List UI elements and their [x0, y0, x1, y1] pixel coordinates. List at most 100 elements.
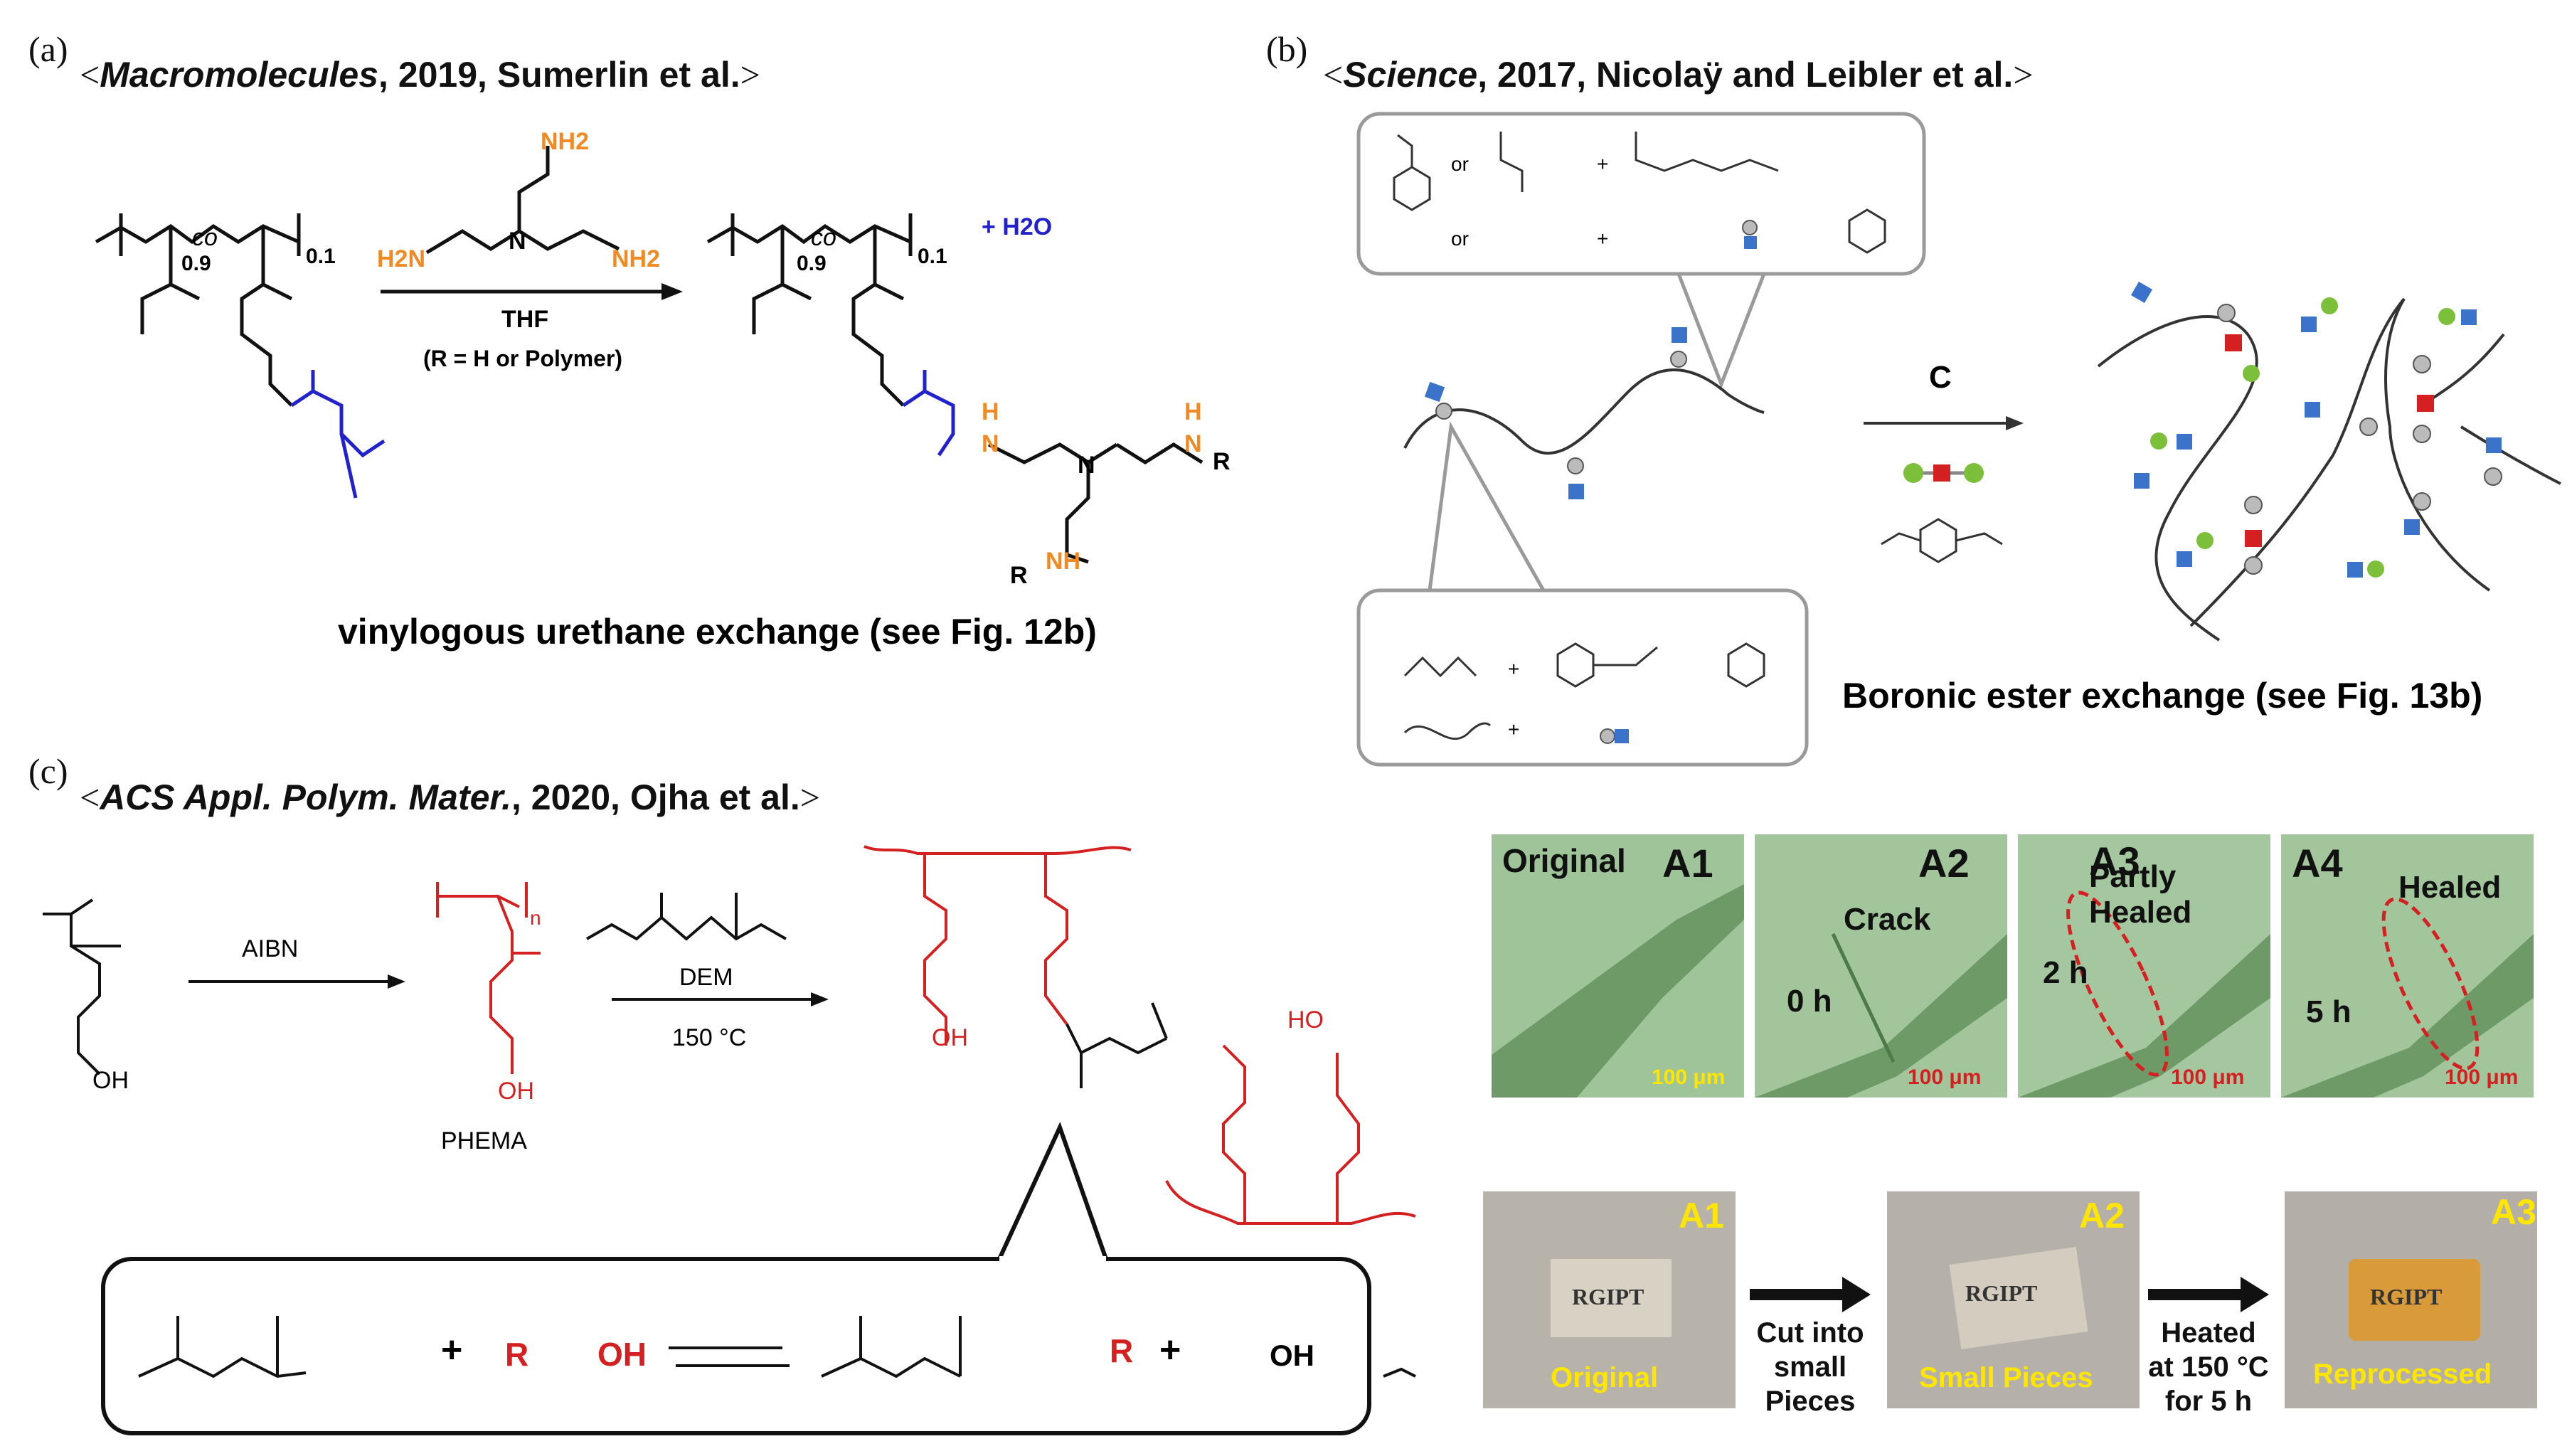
photo-a2-micrograph: Crack A2 0 h 100 μm: [1755, 834, 2007, 1098]
reprocess-photo-a3: RGIPT A3 Reprocessed: [2285, 1191, 2537, 1408]
photo-a1-scale: 100 μm: [1652, 1066, 1726, 1089]
photo-a3-scale: 100 μm: [2171, 1066, 2245, 1089]
photo-a2-text: Crack: [1844, 902, 1931, 937]
exchange-oh-product: OH: [1270, 1339, 1314, 1372]
functionalization-callout-box: [1356, 588, 1809, 767]
arrow-c-label: C: [1929, 360, 1952, 395]
reagent-h2n-left: H2N: [377, 245, 425, 272]
vu-n-label: N: [982, 430, 999, 457]
vu-r-right: R: [1213, 448, 1231, 475]
exchange-r-reagent: R: [505, 1336, 528, 1373]
panel-a-citation: <Macromolecules, 2019, Sumerlin et al.>: [80, 55, 760, 95]
sub-01-left: 0.1: [306, 245, 336, 268]
panel-b-citation-rest: , 2017, Nicolaÿ and Leibler et al.: [1477, 55, 2014, 95]
plus-label-1: +: [1597, 153, 1608, 175]
co-label-right: co: [811, 224, 836, 251]
reagent-n: N: [509, 228, 526, 255]
pendant-groups: [1424, 327, 1687, 499]
aibn-label: AIBN: [242, 935, 298, 962]
panel-a-tag: (a): [28, 29, 68, 69]
svg-text:HO: HO: [1287, 1006, 1324, 1033]
reagent-nh2-right: NH2: [612, 245, 660, 272]
plus-label-3: +: [1508, 658, 1519, 680]
exchange-plus-1: +: [441, 1329, 462, 1371]
panel-a-caption: vinylogous urethane exchange (see Fig. 1…: [338, 612, 1097, 652]
photo-a2-time: 0 h: [1787, 984, 1832, 1019]
sub-09-right: 0.9: [797, 252, 827, 275]
svg-text:n: n: [530, 907, 541, 929]
reprocess-id-a3: A3: [2491, 1192, 2536, 1232]
panel-a-journal: Macromolecules: [100, 55, 379, 95]
crosslinked-product: [863, 845, 1416, 1225]
reprocess-photo-a1: RGIPT A1 Original: [1483, 1191, 1736, 1408]
co-label-left: co: [192, 224, 218, 251]
panel-b-citation: <Science, 2017, Nicolaÿ and Leibler et a…: [1323, 55, 2034, 95]
sample-film-a1: [1551, 1259, 1672, 1337]
panel-c-citation: <ACS Appl. Polym. Mater., 2020, Ojha et …: [80, 777, 820, 817]
reprocess-caption-a1: Original: [1551, 1362, 1659, 1393]
solvent-thf: THF: [501, 306, 548, 333]
panel-c-citation-rest: , 2020, Ojha et al.: [511, 777, 800, 817]
network-nodes: [2130, 281, 2502, 578]
plus-label-4: +: [1508, 718, 1519, 740]
exchange-plus-2: +: [1159, 1329, 1181, 1371]
photo-a3-micrograph: Partly Healed A3 2 h 100 μm: [2018, 834, 2270, 1098]
phema-oh: OH: [498, 1078, 534, 1105]
svg-text:OH: OH: [932, 1024, 968, 1051]
byproduct-h2o: + H2O: [982, 213, 1052, 240]
vu-central-n: N: [1078, 452, 1095, 479]
panel-b-journal: Science: [1343, 55, 1478, 95]
polymer-backbone: [1403, 368, 1765, 455]
vu-r-bottom: R: [1010, 562, 1028, 589]
panel-c-tag: (c): [28, 751, 68, 791]
sample-film-a3: [2349, 1259, 2480, 1341]
sample-text-a2: RGIPT: [1965, 1280, 2038, 1306]
photo-a4-id: A4: [2292, 841, 2343, 886]
photo-a4-micrograph: Healed A4 5 h 100 μm: [2281, 834, 2534, 1098]
reprocess-caption-a2: Small Pieces: [1919, 1362, 2093, 1393]
temp-label: 150 °C: [672, 1024, 746, 1051]
or-label-1: or: [1451, 153, 1469, 175]
reprocess-id-a1: A1: [1679, 1196, 1724, 1236]
sample-text-a3: RGIPT: [2370, 1284, 2443, 1309]
sub-01-right: 0.1: [918, 245, 947, 268]
photo-a4-scale: 100 μm: [2445, 1066, 2519, 1089]
photo-a4-time: 5 h: [2306, 994, 2352, 1029]
photo-a2-id: A2: [1918, 841, 1970, 886]
photo-a1-text: Original: [1502, 842, 1626, 879]
vu-n-right: N: [1184, 430, 1202, 457]
or-label-2: or: [1451, 228, 1469, 250]
reprocess-photo-a2: RGIPT A2 Small Pieces: [1887, 1191, 2140, 1408]
exchange-box: [101, 1257, 1371, 1435]
photo-a4-text: Healed: [2398, 870, 2502, 905]
condition-text: (R = H or Polymer): [423, 346, 622, 371]
photo-a3-time: 2 h: [2043, 955, 2088, 990]
crosslinker-icon: [1903, 463, 1984, 483]
photo-a1-id: A1: [1662, 841, 1713, 886]
vu-h-label: H: [982, 398, 999, 425]
exchange-r-product: R: [1110, 1332, 1133, 1369]
panel-b-tag: (b): [1266, 29, 1308, 69]
vu-nh-bottom: NH: [1046, 548, 1080, 575]
panel-a-citation-rest: , 2019, Sumerlin et al.: [378, 55, 740, 95]
exchange-oh-reagent: OH: [597, 1336, 647, 1373]
sub-09-left: 0.9: [181, 252, 211, 275]
reprocess-caption-a3: Reprocessed: [2313, 1359, 2492, 1390]
arrow-head-a: [661, 283, 683, 300]
plus-label-2: +: [1597, 228, 1608, 250]
step-heat-text: Heated at 150 °C for 5 h: [2148, 1317, 2269, 1417]
reagent-nh2-top: NH2: [541, 128, 589, 155]
step-cut-text: Cut into small Pieces: [1756, 1317, 1864, 1417]
photo-a2-scale: 100 μm: [1908, 1066, 1982, 1089]
panel-b-caption: Boronic ester exchange (see Fig. 13b): [1842, 676, 2482, 716]
photo-a1-micrograph: Original A1 100 μm: [1492, 834, 1744, 1098]
reprocess-id-a2: A2: [2079, 1196, 2125, 1236]
vu-h-right: H: [1184, 398, 1202, 425]
panel-c-journal: ACS Appl. Polym. Mater.: [100, 777, 512, 817]
phema-label: PHEMA: [441, 1127, 527, 1154]
photo-a3-id: A3: [2089, 839, 2140, 883]
photo-a3-text: Partly Healed: [2089, 859, 2192, 930]
